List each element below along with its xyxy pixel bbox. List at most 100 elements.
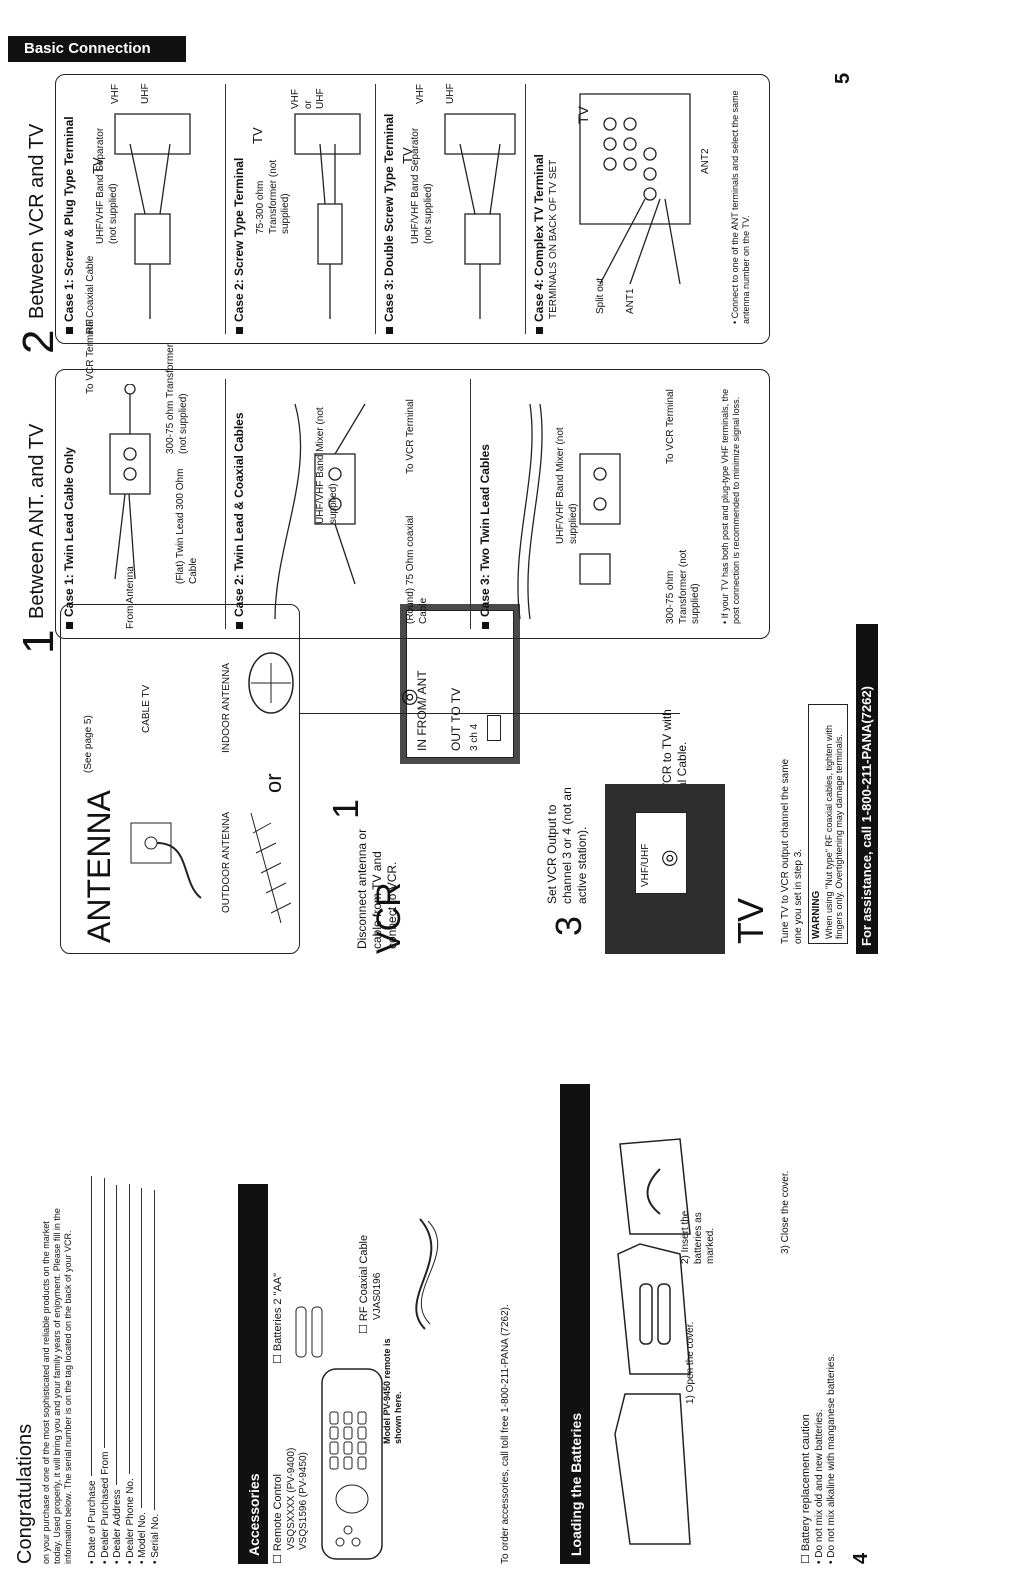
page-number-4: 4 [850, 1552, 872, 1564]
accessories-section: ☐ Remote Control VSQSXXXX (PV-9400) VSQS… [272, 1144, 472, 1564]
battery-step-3: 3) Close the cover. [780, 1170, 791, 1254]
vhf-uhf-label: VHF/UHF [640, 843, 651, 887]
s2-note: • Connect to one of the ANT terminals an… [730, 90, 751, 324]
warning-box: WARNING When using "Nut type" RF coaxial… [808, 704, 849, 944]
s2-case2-tv: TV [250, 127, 265, 144]
loading-batteries-header: Loading the Batteries [560, 1084, 590, 1564]
section-tag: Basic Connection [8, 36, 186, 62]
step-3-text: Set VCR Output to channel 3 or 4 (not an… [545, 787, 589, 904]
indoor-antenna-label: INDOOR ANTENNA [221, 662, 232, 753]
batteries-icon [295, 1306, 323, 1358]
s2-case2-transformer: 75-300 ohm Transformer (not supplied) [255, 159, 291, 234]
accessories-header: Accessories [238, 1184, 268, 1564]
see-page-note: (See page 5) [83, 715, 94, 773]
indoor-antenna-icon [248, 652, 294, 714]
field-serial[interactable]: • Serial No. [150, 1064, 163, 1564]
s2-case4-diagram [579, 93, 691, 284]
owner-info-fields: • Date of Purchase • Dealer Purchased Fr… [87, 1064, 162, 1564]
s2-divider-3 [525, 84, 526, 334]
s1-case3-diagram [517, 403, 621, 620]
page-number-5: 5 [832, 72, 854, 84]
field-dealer[interactable]: • Dealer Purchased From [100, 1064, 113, 1564]
s1-case1-transformer: 300-75 ohm Transformer (not supplied) [165, 343, 189, 454]
model-note: Model PV-9450 remote is shown here. [382, 1338, 403, 1444]
s2-case2-diagram [294, 113, 361, 319]
rf-cable-label: ☐ RF Coaxial Cable [358, 1234, 370, 1334]
s2-divider-2 [375, 84, 376, 334]
s2-case-2-title: Case 2: Screw Type Terminal [232, 158, 246, 334]
s1-case1-diagram [109, 384, 151, 580]
channel-switch-label: 3 ch 4 [469, 723, 480, 751]
s2-divider-1 [225, 84, 226, 334]
channel-switch[interactable] [487, 715, 501, 741]
antenna-box: ANTENNA (See page 5) CABLE TV OUTDOOR AN… [60, 604, 300, 954]
s2-case3-diagram [444, 113, 516, 319]
step-3-number: 3 [548, 915, 589, 936]
s2-case1-tv: TV [90, 157, 105, 174]
cable-tv-label: CABLE TV [141, 684, 152, 733]
congratulations-text: on your purchase of one of the most soph… [41, 1208, 73, 1564]
s1-case-2-title: Case 2: Twin Lead & Coaxial Cables [232, 412, 246, 629]
coax-run-line [300, 673, 680, 714]
warning-title: WARNING [811, 890, 822, 939]
caution-2: • Do not mix alkaline with manganese bat… [826, 1353, 838, 1564]
s2-case-1-title: Case 1: Screw & Plug Type Terminal [62, 116, 76, 334]
s2-rf-cable: RF Coaxial Cable [85, 255, 96, 334]
field-model[interactable]: • Model No. [137, 1064, 150, 1564]
step-1-text: Disconnect antenna or cable from TV and … [355, 828, 399, 949]
s2-case4-subtitle: TERMINALS ON BACK OF TV SET [548, 159, 559, 319]
battery-caution: ☐ Battery replacement caution • Do not m… [800, 1184, 839, 1564]
s2-case1-uhf: UHF [140, 83, 151, 104]
coaxial-cable-icon [415, 1218, 439, 1330]
s2-case3-separator: UHF/VHF Band Separator (not supplied) [410, 127, 434, 244]
s2-case-4-title: Case 4: Complex TV Terminal [532, 154, 546, 334]
field-phone[interactable]: • Dealer Phone No. [125, 1064, 138, 1564]
outdoor-antenna-label: OUTDOOR ANTENNA [221, 811, 232, 913]
assistance-bar: For assistance, call 1-800-211-PANA(7262… [856, 624, 878, 954]
section-1-title: Between ANT. and TV [26, 423, 48, 619]
s2-case3-tv: TV [400, 147, 415, 164]
order-accessories-text: To order accessories, call toll free 1-8… [500, 1304, 511, 1564]
tv-terminal-plate: VHF/UHF ◎ [635, 812, 687, 894]
s2-ant1: ANT1 [625, 288, 636, 314]
s1-case2-coax: (Round) 75 Ohm coaxial Cable [405, 515, 429, 624]
battery-step-1: 1) Open the cover. [685, 1321, 696, 1404]
s2-case1-diagram [114, 113, 191, 319]
s2-case1-vhf: VHF [110, 84, 121, 104]
or-label: or [261, 773, 286, 793]
batteries-label: ☐ Batteries 2 "AA" [272, 1272, 284, 1364]
s1-twin-lead: (Flat) Twin Lead 300 Ohm Cable [175, 468, 199, 584]
battery-step-2: 2) Insert the batteries as marked. [680, 1210, 716, 1264]
s1-case-1-title: Case 1: Twin Lead Cable Only [62, 447, 76, 629]
caution-title: ☐ Battery replacement caution [800, 1414, 812, 1564]
rf-cable-model: VJAS0196 [372, 1272, 383, 1320]
s1-divider-2 [470, 379, 471, 629]
s1-note: • If your TV has both post and plug-type… [720, 388, 741, 624]
tune-instruction: Tune TV to VCR output channel the same o… [780, 758, 804, 944]
s1-case3-to-vcr: To VCR Terminal [665, 389, 676, 464]
s1-case2-diagram [274, 403, 366, 620]
s2-case-3-title: Case 3: Double Screw Type Terminal [382, 114, 396, 334]
congratulations-title: Congratulations [14, 1423, 36, 1564]
battery-steps-illustration [614, 1138, 691, 1545]
s1-case-3-title: Case 3: Two Twin Lead Cables [478, 444, 492, 629]
tv-back-panel: VHF/UHF ◎ [605, 784, 725, 954]
s2-case3-uhf: UHF [445, 83, 456, 104]
caution-1: • Do not mix old and new batteries. [813, 1409, 825, 1564]
s1-divider-1 [225, 379, 226, 629]
s1-case2-to-vcr: To VCR Terminal [405, 399, 416, 474]
s1-case3-transformer: 300-75 ohm Transformer (not supplied) [665, 549, 701, 624]
field-date[interactable]: • Date of Purchase [87, 1064, 100, 1564]
congratulations-section: Congratulations on your purchase of one … [14, 1064, 162, 1564]
section-2-title: Between VCR and TV [26, 123, 48, 319]
outdoor-antenna-icon [250, 812, 292, 924]
field-address[interactable]: • Dealer Address [112, 1064, 125, 1564]
s2-case3-vhf: VHF [415, 84, 426, 104]
tv-input-jack-icon[interactable]: ◎ [658, 849, 680, 867]
remote-control-icon [321, 1368, 383, 1560]
cable-wall-outlet-icon [130, 822, 202, 899]
s2-ant2: ANT2 [700, 148, 711, 174]
warning-text: When using "Nut type" RF coaxial cables,… [823, 725, 845, 939]
tv-label: TV [730, 897, 771, 944]
